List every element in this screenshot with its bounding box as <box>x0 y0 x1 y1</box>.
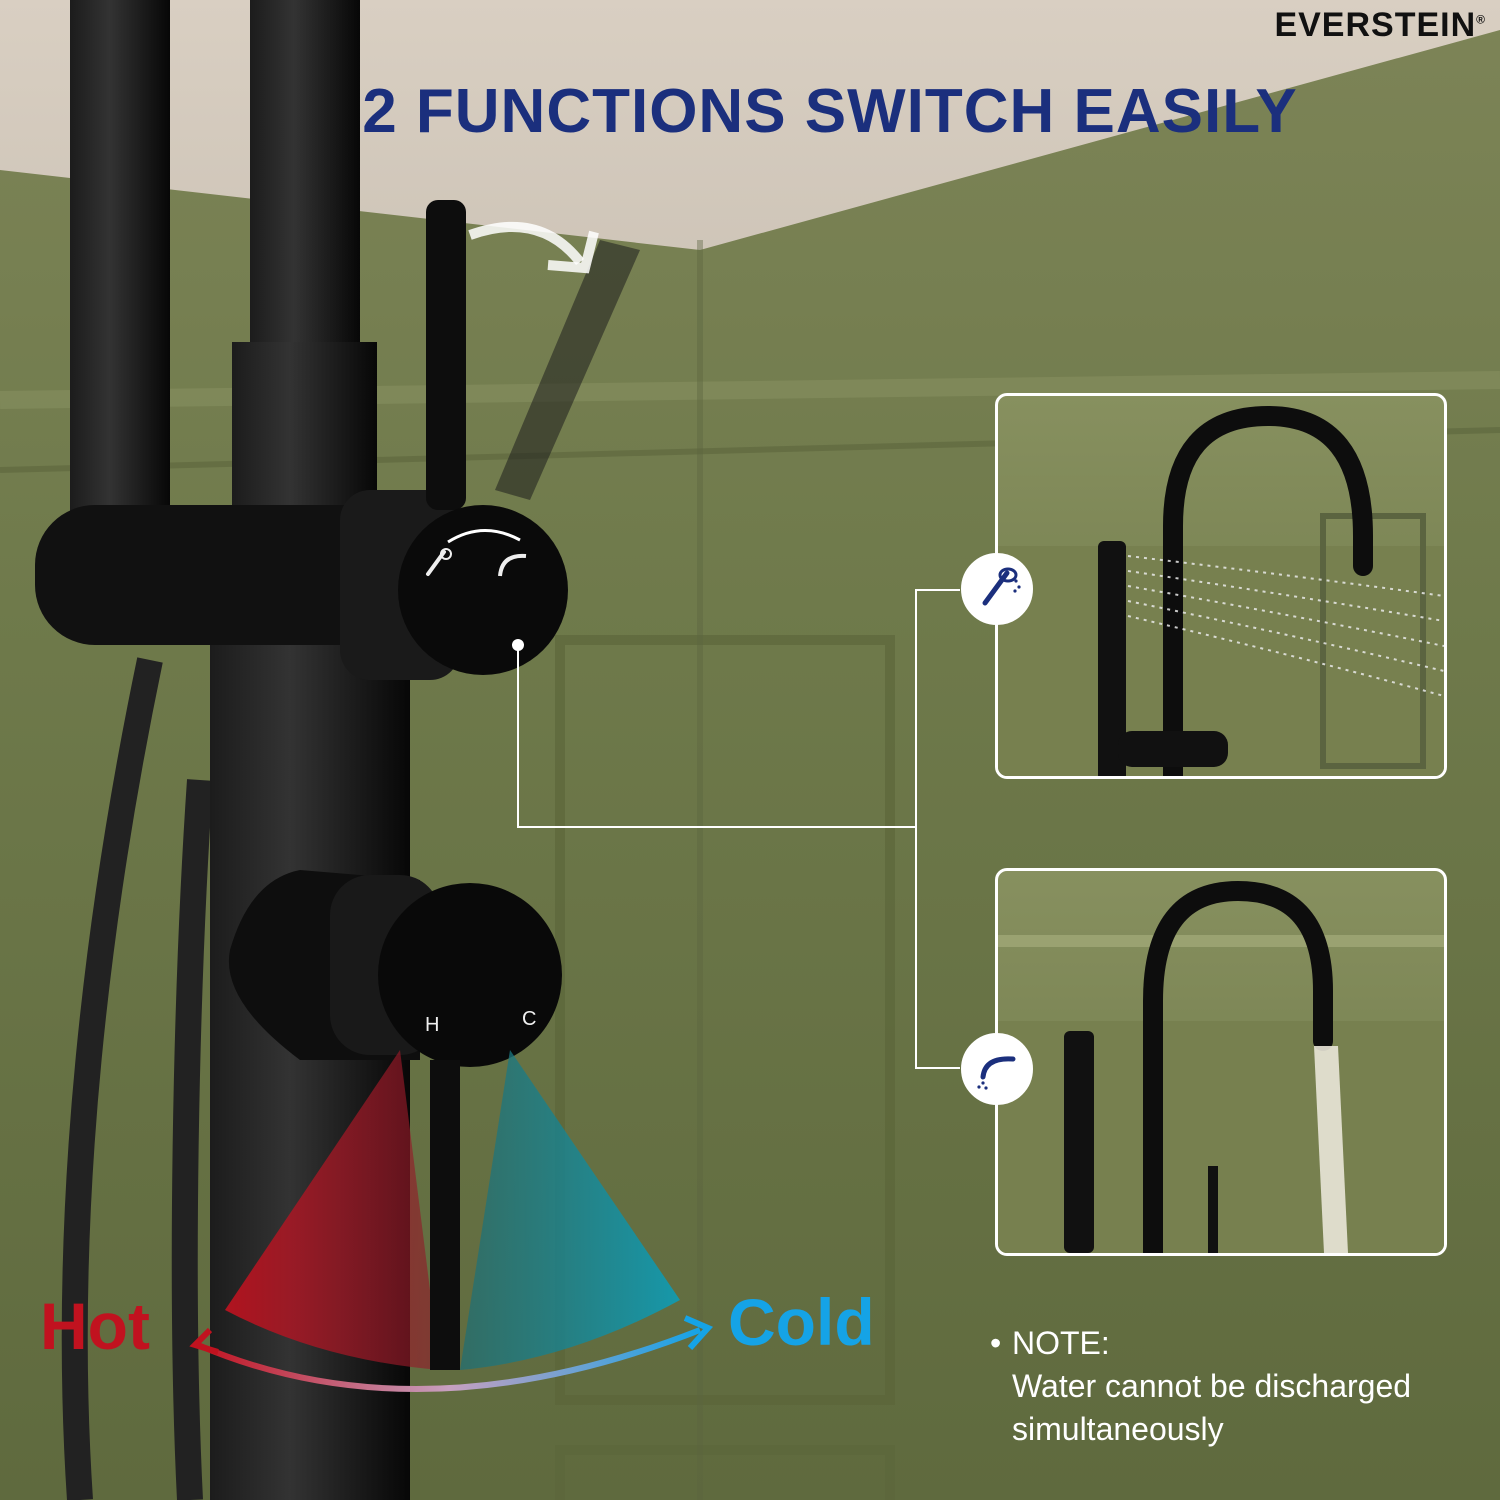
tub-spout-icon <box>977 1056 1016 1090</box>
note-block: •NOTE: Water cannot be discharged simult… <box>990 1322 1470 1452</box>
bullet-dot: • <box>990 1325 1002 1361</box>
leader-line-horizontal <box>517 826 917 828</box>
leader-line-vertical-split <box>915 589 917 1069</box>
headline: 2 FUNCTIONS SWITCH EASILY <box>362 77 1298 146</box>
tub-spout-mode-photo <box>995 868 1447 1256</box>
hot-label: Hot <box>40 1289 150 1363</box>
note-line: simultaneously <box>1012 1411 1224 1448</box>
hot-marker-letter: H <box>425 1014 440 1036</box>
note-title: •NOTE: <box>990 1322 1470 1365</box>
hand-shower-illustration <box>998 405 1444 776</box>
knob-hand-shower-icon <box>422 548 452 584</box>
tub-spout-illustration <box>998 880 1444 1253</box>
brand-logo: EVERSTEIN® <box>1274 6 1486 44</box>
hand-shower-mode-photo <box>995 393 1447 779</box>
note-line: Water cannot be discharged <box>1012 1368 1412 1405</box>
knob-spout-icon <box>496 548 530 584</box>
cold-marker-letter: C <box>522 1008 537 1030</box>
leader-line-vertical-knob <box>517 646 519 828</box>
tub-spout-mode-icon <box>961 1033 1033 1105</box>
cold-label: Cold <box>728 1285 875 1359</box>
hand-shower-icon <box>982 567 1021 606</box>
leader-line-bottom-branch <box>915 1067 960 1069</box>
hand-shower-mode-icon <box>961 553 1033 625</box>
leader-line-top-branch <box>915 589 960 591</box>
